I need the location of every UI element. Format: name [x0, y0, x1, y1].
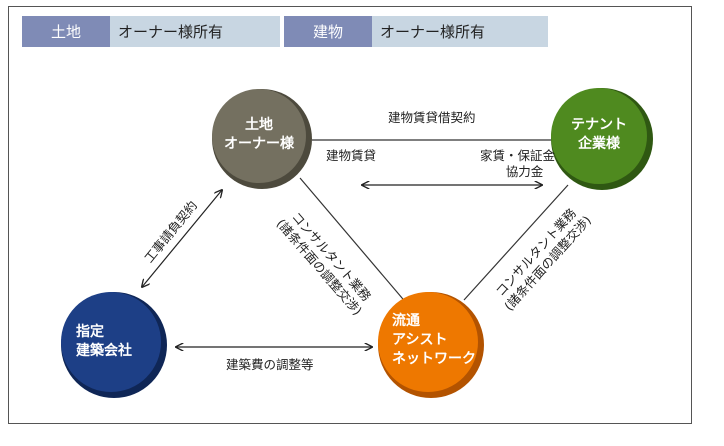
rent-label: 家賃・保証金 協力金 — [480, 148, 555, 180]
owner-line2: オーナー様 — [224, 136, 294, 152]
tenant-line2: 企業様 — [578, 136, 620, 152]
building-lease-label: 建物賃貸 — [326, 148, 377, 163]
assist-line2: アシスト — [392, 332, 448, 348]
owner-node — [212, 89, 312, 189]
building-tag: 建物 — [284, 16, 372, 47]
tenant-node-label: テナント 企業様 — [554, 116, 644, 154]
tenant-node — [551, 88, 653, 190]
land-owner-value: オーナー様所有 — [110, 16, 280, 47]
land-tag: 土地 — [22, 16, 110, 47]
assist-node-label: 流通 アシスト ネットワーク — [392, 312, 482, 369]
builder-node-label: 指定 建築会社 — [76, 323, 154, 361]
assist-line3: ネットワーク — [392, 351, 476, 367]
assist-line1: 流通 — [392, 313, 420, 329]
builder-node — [61, 292, 167, 398]
rent-line2: 協力金 — [505, 164, 544, 179]
owner-line1: 土地 — [245, 117, 273, 133]
assist-node — [378, 292, 484, 398]
rent-line1: 家賃・保証金 — [480, 148, 556, 163]
building-owner-value: オーナー様所有 — [372, 16, 548, 47]
construction-arrow — [142, 190, 222, 287]
cost-adjust-label: 建築費の調整等 — [226, 357, 314, 372]
builder-line2: 建築会社 — [76, 343, 132, 359]
lease-contract-label: 建物賃貸借契約 — [388, 110, 476, 125]
owner-assist-line — [299, 177, 409, 306]
tenant-line1: テナント — [571, 117, 627, 133]
owner-node-label: 土地 オーナー様 — [214, 116, 304, 154]
builder-line1: 指定 — [76, 324, 104, 340]
tenant-assist-line — [463, 184, 569, 301]
